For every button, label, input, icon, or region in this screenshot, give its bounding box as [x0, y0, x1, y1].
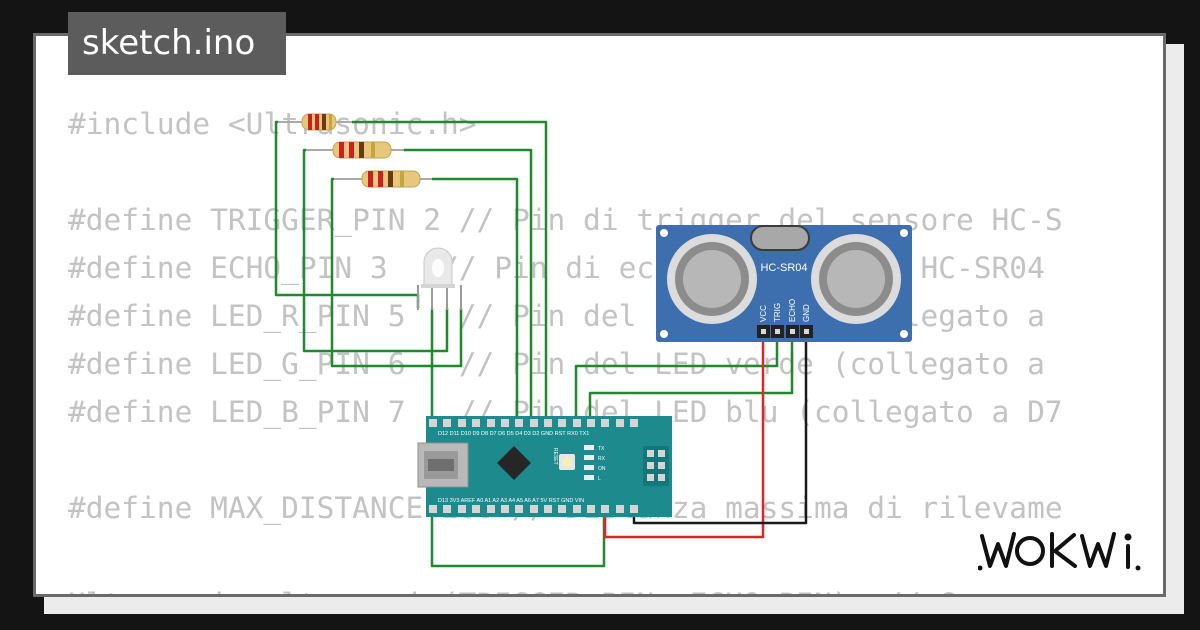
- sensor-model-label: HC-SR04: [760, 262, 807, 274]
- nano-bottom-pins: [429, 505, 638, 513]
- sensor-pin-labels: VCC TRIG ECHO GND: [759, 299, 811, 322]
- pin-label-vcc: VCC: [759, 305, 768, 322]
- pin-label-gnd: GND: [802, 304, 811, 322]
- led-label-rx: RX: [598, 456, 606, 462]
- code-line: Ultrasonic ultrasonic(TRIGGER_PIN, ECHO_…: [68, 580, 1063, 594]
- pin-label-echo: ECHO: [788, 299, 797, 322]
- nano-mcu-chip: [497, 446, 531, 480]
- red-wire-vcc[interactable]: [603, 338, 765, 539]
- nano-top-labels: D12 D11 D10 D9 D8 D7 D6 D5 D4 D3 D2 GND …: [438, 431, 589, 437]
- reset-label: RESET: [552, 448, 558, 465]
- resistor-1[interactable]: [278, 113, 352, 131]
- nano-status-leds: [584, 445, 594, 480]
- sketch-filename-tab: sketch.ino: [68, 12, 286, 75]
- icsp-header: [643, 446, 669, 486]
- led-label-l: L: [598, 476, 601, 482]
- hc-sr04-sensor[interactable]: HC-SR04 VCC TRIG ECHO GND: [656, 225, 912, 342]
- pin-label-trig: TRIG: [773, 303, 782, 322]
- led-label-tx: TX: [598, 446, 605, 452]
- code-line: #define LED_G_PIN 6 // Pin del LED verde…: [68, 347, 1045, 381]
- resistor-3[interactable]: [334, 170, 432, 188]
- nano-bottom-labels: D13 3V3 AREF A0 A1 A2 A3 A4 A5 A6 A7 5V …: [438, 498, 584, 504]
- card-shadow: [1166, 44, 1184, 614]
- wokwi-logo: [978, 532, 1141, 571]
- code-line: #define TRIGGER_PIN 2 // Pin di trigger …: [68, 203, 1063, 237]
- resistor-2[interactable]: [306, 141, 404, 159]
- rgb-led[interactable]: [417, 247, 462, 310]
- code-preview: #include <Ultrasonic.h> #define TRIGGER_P…: [68, 100, 1063, 594]
- led-label-on: ON: [598, 466, 606, 472]
- arduino-nano-board[interactable]: D12 D11 D10 D9 D8 D7 D6 D5 D4 D3 D2 GND …: [417, 416, 672, 517]
- code-line: #define LED_R_PIN 5 // Pin del LED rosso…: [68, 299, 1045, 333]
- nano-top-pins: [429, 419, 638, 427]
- code-line: #include <Ultrasonic.h>: [68, 107, 477, 141]
- card-shadow-bottom: [44, 597, 1184, 614]
